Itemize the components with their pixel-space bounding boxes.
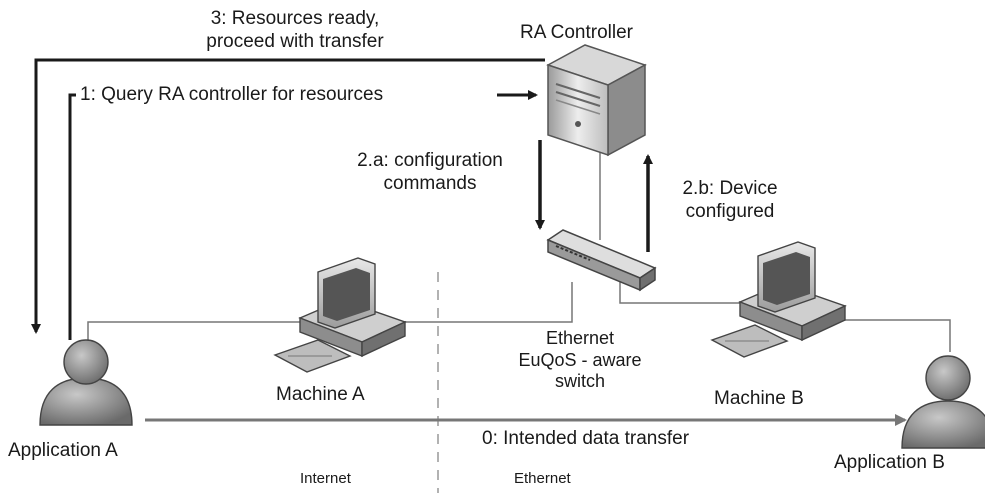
switch-icon — [546, 229, 657, 292]
zone-label-ethernet: Ethernet — [514, 470, 571, 487]
label-step0: 0: Intended data transfer — [482, 428, 690, 449]
arrow-step3 — [31, 58, 545, 334]
zone-label-internet: Internet — [300, 470, 351, 487]
label-step3: 3: Resources ready, proceed with transfe… — [206, 8, 384, 52]
person-icon-application-b — [901, 355, 985, 449]
label-application-a: Application A — [8, 440, 118, 461]
label-machine-b: Machine B — [714, 388, 804, 409]
arrow-step1 — [68, 93, 76, 340]
label-machine-a: Machine A — [276, 384, 365, 405]
label-step2b: 2.b: Device configured — [682, 178, 778, 222]
label-switch: Ethernet EuQoS - aware switch — [518, 328, 642, 392]
server-tower-icon — [546, 44, 647, 157]
label-step1: 1: Query RA controller for resources — [80, 84, 384, 105]
label-step2a: 2.a: configuration commands — [357, 150, 503, 194]
label-ra-controller: RA Controller — [520, 22, 633, 43]
person-icon-application-a — [39, 339, 133, 426]
workstation-icon-machine-a — [273, 257, 407, 373]
workstation-icon-machine-b — [710, 241, 847, 358]
label-application-b: Application B — [834, 452, 945, 473]
